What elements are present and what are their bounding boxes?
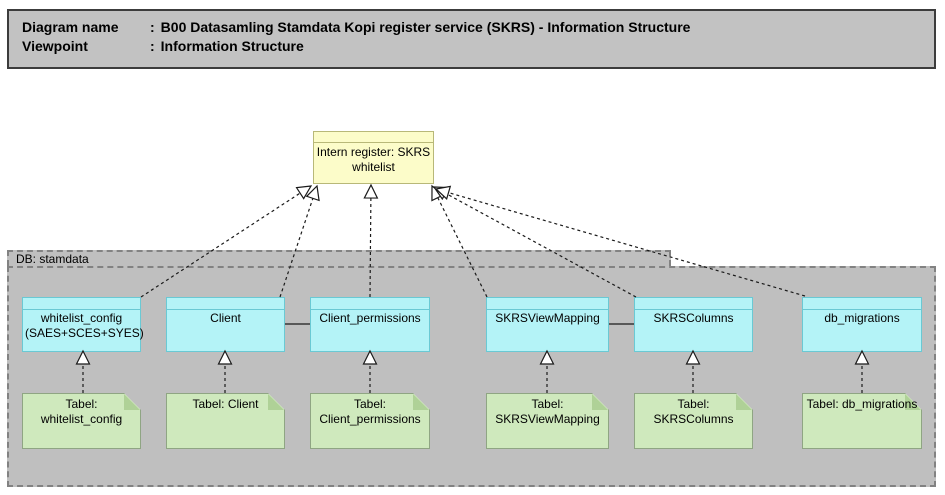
object-client[interactable]: Client bbox=[166, 297, 285, 352]
object-client-permissions[interactable]: Client_permissions bbox=[310, 297, 430, 352]
object-header-strip bbox=[311, 298, 429, 310]
note-tabel-db-migrations[interactable]: Tabel: db_migrations bbox=[802, 393, 922, 449]
diagram-name-row: Diagram name : B00 Datasamling Stamdata … bbox=[22, 18, 924, 37]
note-label: Tabel: SKRSColumns bbox=[653, 397, 734, 426]
object-header-strip bbox=[314, 132, 433, 143]
object-label: Client bbox=[210, 311, 241, 325]
business-object-intern-register-skrs-whitelist[interactable]: Intern register: SKRS whitelist bbox=[313, 131, 434, 184]
note-tabel-skrsviewmapping[interactable]: Tabel: SKRSViewMapping bbox=[486, 393, 609, 449]
object-label: Client_permissions bbox=[319, 311, 421, 325]
note-tabel-client-permissions[interactable]: Tabel: Client_permissions bbox=[310, 393, 430, 449]
note-label: Tabel: SKRSViewMapping bbox=[495, 397, 600, 426]
grouping-db-stamdata-tab[interactable]: DB: stamdata bbox=[7, 250, 671, 266]
object-skrscolumns[interactable]: SKRSColumns bbox=[634, 297, 753, 352]
grouping-db-stamdata-body[interactable] bbox=[7, 266, 936, 487]
note-tabel-skrscolumns[interactable]: Tabel: SKRSColumns bbox=[634, 393, 753, 449]
viewpoint-value: Information Structure bbox=[160, 38, 304, 54]
note-label: Tabel: Client_permissions bbox=[319, 397, 421, 426]
note-label: Tabel: whitelist_config bbox=[40, 397, 123, 426]
object-header-strip bbox=[635, 298, 752, 310]
object-db-migrations[interactable]: db_migrations bbox=[802, 297, 922, 352]
object-label: whitelist_config (SAES+SCES+SYES) bbox=[25, 311, 144, 340]
viewpoint-row: Viewpoint : Information Structure bbox=[22, 37, 924, 56]
note-label: Tabel: db_migrations bbox=[806, 397, 918, 411]
note-tabel-whitelist-config[interactable]: Tabel: whitelist_config bbox=[22, 393, 141, 449]
object-label: SKRSColumns bbox=[653, 311, 734, 325]
business-object-label: Intern register: SKRS whitelist bbox=[316, 145, 431, 174]
object-whitelist-config[interactable]: whitelist_config (SAES+SCES+SYES) bbox=[22, 297, 144, 352]
object-label: db_migrations bbox=[824, 311, 900, 325]
object-header-strip bbox=[167, 298, 284, 310]
diagram-name-label: Diagram name bbox=[22, 19, 119, 35]
object-header-strip bbox=[803, 298, 921, 310]
diagram-header: Diagram name : B00 Datasamling Stamdata … bbox=[7, 9, 936, 69]
diagram-name-value: B00 Datasamling Stamdata Kopi register s… bbox=[160, 19, 691, 35]
note-tabel-client[interactable]: Tabel: Client bbox=[166, 393, 285, 449]
object-header-strip bbox=[23, 298, 140, 310]
viewpoint-label: Viewpoint bbox=[22, 38, 88, 54]
object-skrsviewmapping[interactable]: SKRSViewMapping bbox=[486, 297, 609, 352]
diagram-name-separator: : bbox=[150, 19, 155, 35]
grouping-label: DB: stamdata bbox=[16, 252, 89, 266]
note-label: Tabel: Client bbox=[192, 397, 259, 411]
viewpoint-separator: : bbox=[150, 38, 155, 54]
object-header-strip bbox=[487, 298, 608, 310]
object-label: SKRSViewMapping bbox=[495, 311, 600, 325]
